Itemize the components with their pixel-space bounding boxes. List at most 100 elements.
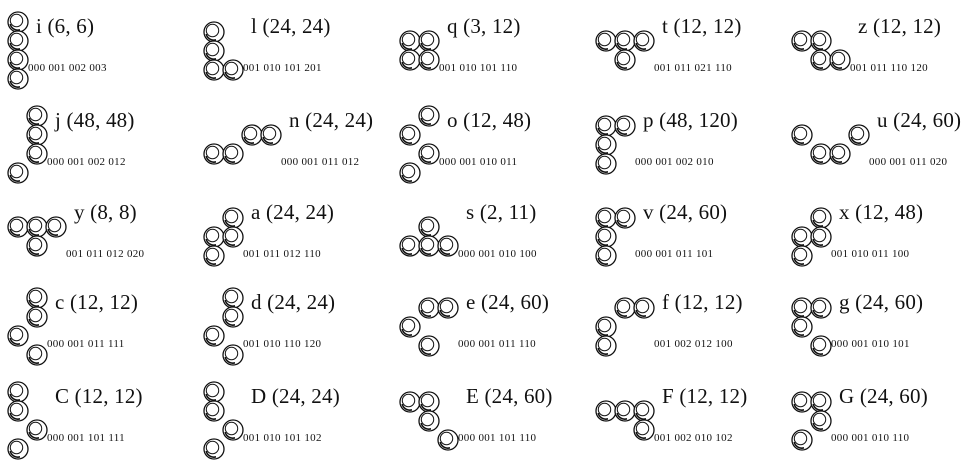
- ball-icon: [399, 315, 421, 338]
- shape-codes: 001 011 012 020: [66, 248, 145, 260]
- ball-icon: [26, 105, 48, 127]
- shape-d: d (24, 24) 001 010 110 120: [202, 280, 398, 374]
- shape-drawing: [7, 11, 29, 90]
- ball-icon: [595, 334, 617, 357]
- ball-icon: [791, 30, 813, 52]
- ball-icon: [791, 244, 813, 267]
- shape-label: y (8, 8): [74, 200, 137, 224]
- ball-icon: [203, 381, 225, 403]
- shape-drawing: [595, 400, 655, 441]
- ball-icon: [26, 287, 48, 309]
- ball-icon: [399, 124, 421, 146]
- shape-label: n (24, 24): [289, 108, 374, 132]
- shape-codes: 001 011 110 120: [850, 62, 928, 74]
- ball-icon: [595, 315, 617, 338]
- ball-icon: [614, 296, 636, 319]
- shape-n: n (24, 24)000 001 011 012: [202, 98, 398, 192]
- ball-icon: [7, 162, 29, 184]
- ball-icon: [791, 225, 813, 248]
- shape-codes: 001 010 101 201: [243, 62, 322, 74]
- ball-icon: [418, 216, 440, 238]
- shape-y: y (8, 8) 001 011 012 020: [6, 190, 202, 284]
- shape-drawing: [399, 105, 440, 184]
- ball-icon: [222, 206, 244, 229]
- ball-icon: [26, 235, 48, 257]
- ball-icon: [45, 216, 67, 238]
- ball-icon: [418, 30, 440, 52]
- ball-icon: [241, 124, 263, 146]
- shape-label: E (24, 60): [466, 384, 553, 408]
- shape-drawing: [791, 296, 832, 357]
- shape-label: d (24, 24): [251, 290, 336, 314]
- ball-icon: [829, 49, 851, 71]
- shape-codes: 001 010 101 102: [243, 432, 322, 444]
- ball-icon: [418, 49, 440, 71]
- ball-icon: [614, 206, 636, 229]
- shape-codes: 000 001 010 101: [831, 338, 910, 350]
- ball-icon: [222, 419, 244, 441]
- ball-icon: [203, 39, 225, 62]
- shape-label: v (24, 60): [643, 200, 728, 224]
- ball-icon: [614, 114, 636, 137]
- ball-icon: [633, 30, 655, 52]
- shape-label: u (24, 60): [877, 108, 962, 132]
- shape-x: x (12, 48)001 010 011 100: [790, 190, 980, 284]
- shape-drawing: [203, 381, 244, 460]
- shape-o: o (12, 48)000 001 010 011: [398, 98, 594, 192]
- ball-icon: [203, 58, 225, 81]
- shape-t: t (12, 12)001 011 021 110: [594, 4, 790, 98]
- shape-a: a (24, 24)001 011 012 110: [202, 190, 398, 284]
- ball-icon: [203, 438, 225, 460]
- shape-codes: 000 001 010 110: [831, 432, 910, 444]
- ball-icon: [595, 244, 617, 267]
- shape-codes: 001 002 010 102: [654, 432, 733, 444]
- ball-icon: [203, 325, 225, 347]
- shape-label: a (24, 24): [251, 200, 335, 224]
- shape-drawing: [399, 30, 440, 71]
- ball-icon: [595, 206, 617, 229]
- ball-icon: [418, 334, 440, 357]
- ball-icon: [437, 235, 459, 257]
- ball-icon: [222, 344, 244, 366]
- ball-icon: [203, 400, 225, 422]
- ball-icon: [418, 235, 440, 257]
- shape-label: G (24, 60): [839, 384, 928, 408]
- ball-icon: [26, 419, 48, 441]
- shape-label: t (12, 12): [662, 14, 742, 38]
- shape-label: s (2, 11): [466, 200, 537, 224]
- shape-label: c (12, 12): [55, 290, 139, 314]
- ball-icon: [810, 30, 832, 52]
- shape-codes: 000 001 002 010: [635, 156, 714, 168]
- ball-icon: [810, 143, 832, 165]
- shape-codes: 001 010 110 120: [243, 338, 322, 350]
- ball-icon: [7, 216, 29, 238]
- ball-icon: [222, 306, 244, 328]
- shape-codes: 001 002 012 100: [654, 338, 733, 350]
- shape-codes: 000 001 011 020: [869, 156, 948, 168]
- ball-icon: [203, 244, 225, 267]
- shape-c: c (12, 12)000 001 011 111: [6, 280, 202, 374]
- shape-F: F (12, 12)001 002 010 102: [594, 374, 790, 468]
- ball-icon: [595, 133, 617, 156]
- ball-icon: [633, 400, 655, 422]
- ball-icon: [26, 216, 48, 238]
- ball-icon: [418, 105, 440, 127]
- shape-u: u (24, 60) 000 001 011 020: [790, 98, 980, 192]
- shape-drawing: [595, 206, 636, 267]
- ball-icon: [810, 390, 832, 413]
- shape-g: g (24, 60)000 001 010 101: [790, 280, 980, 374]
- ball-icon: [810, 49, 832, 71]
- ball-icon: [595, 152, 617, 175]
- shape-codes: 000 001 010 011: [439, 156, 518, 168]
- ball-icon: [26, 143, 48, 165]
- shape-codes: 000 001 010 100: [458, 248, 537, 260]
- shape-G: G (24, 60) 000 001 010 110: [790, 374, 980, 468]
- ball-icon: [614, 49, 636, 71]
- ball-icon: [810, 206, 832, 229]
- ball-icon: [203, 143, 225, 165]
- shape-j: j (48, 48)000 001 002 012: [6, 98, 202, 192]
- shape-codes: 000 001 011 101: [635, 248, 714, 260]
- ball-icon: [7, 438, 29, 460]
- shape-drawing: [399, 390, 459, 451]
- shape-drawing: [791, 30, 851, 71]
